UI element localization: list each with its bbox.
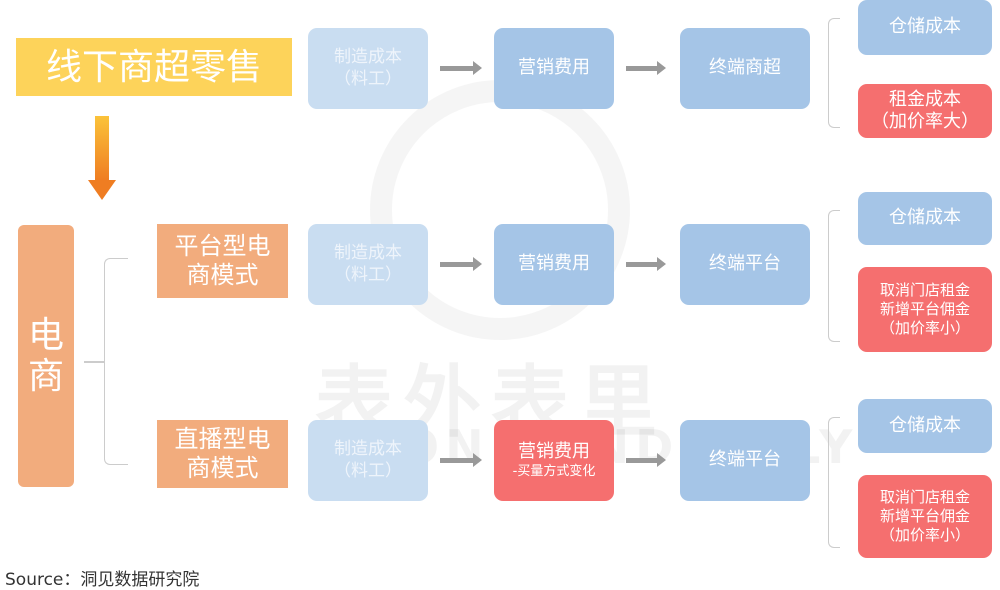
storage-cost-box: 仓储成本 [858, 192, 992, 245]
down-arrow-icon [95, 116, 109, 180]
stage-line1: 营销费用 [518, 253, 590, 275]
ecommerce-bracket [104, 258, 128, 465]
cost-line: 仓储成本 [889, 207, 961, 229]
flow-arrow-icon [626, 257, 666, 271]
flow-arrow-icon [626, 453, 666, 467]
storage-cost-box: 仓储成本 [858, 399, 992, 453]
stage-line2: -买量方式变化 [512, 463, 596, 479]
flow-arrow-icon [440, 453, 482, 467]
stage-line1: 制造成本 [334, 439, 402, 460]
cost-line: 仓储成本 [889, 414, 961, 436]
manufacturing-cost-box: 制造成本（料工） [308, 224, 428, 305]
rent-cost-box: 租金成本（加价率大） [858, 84, 992, 138]
livestream-mode-box: 直播型电商模式 [157, 420, 288, 488]
stage-line1: 终端平台 [709, 449, 781, 471]
terminal-box: 终端平台 [680, 420, 810, 501]
marketing-cost-box: 营销费用 [494, 28, 614, 109]
ecommerce-label: 电商 [28, 314, 65, 397]
cost-line: （加价率大） [871, 111, 979, 132]
marketing-cost-box: 营销费用-买量方式变化 [494, 420, 614, 501]
terminal-box: 终端平台 [680, 224, 810, 305]
stage-line2: （料工） [334, 264, 402, 285]
cost-line: （加价率小） [879, 318, 970, 337]
rent-cost-box: 取消门店租金新增平台佣金（加价率小） [858, 267, 992, 352]
storage-cost-box: 仓储成本 [858, 0, 992, 55]
cost-line: 取消门店租金 [879, 488, 970, 507]
terminal-box: 终端商超 [680, 28, 810, 109]
stage-line2: （料工） [334, 68, 402, 89]
cost-line: 新增平台佣金 [879, 507, 970, 526]
offline-retail-title: 线下商超零售 [16, 38, 292, 96]
ecommerce-bracket-tip [84, 361, 104, 363]
cost-line: 新增平台佣金 [879, 300, 970, 319]
platform-mode-box: 平台型电商模式 [157, 224, 288, 298]
rent-cost-box: 取消门店租金新增平台佣金（加价率小） [858, 475, 992, 558]
ecommerce-box: 电商 [18, 225, 74, 487]
marketing-cost-box: 营销费用 [494, 224, 614, 305]
stage-line1: 制造成本 [334, 47, 402, 68]
stage-line1: 终端平台 [709, 253, 781, 275]
cost-line: 租金成本 [889, 88, 961, 110]
cost-bracket [828, 18, 840, 128]
manufacturing-cost-box: 制造成本（料工） [308, 420, 428, 501]
flow-arrow-icon [626, 61, 666, 75]
stage-line2: （料工） [334, 460, 402, 481]
stage-line1: 制造成本 [334, 243, 402, 264]
stage-line1: 营销费用 [518, 441, 590, 463]
stage-line1: 营销费用 [518, 57, 590, 79]
source-note: Source：洞见数据研究院 [5, 570, 200, 590]
flow-arrow-icon [440, 61, 482, 75]
cost-line: 仓储成本 [889, 16, 961, 38]
cost-line: （加价率小） [879, 525, 970, 544]
flow-arrow-icon [440, 257, 482, 271]
manufacturing-cost-box: 制造成本（料工） [308, 28, 428, 109]
stage-line1: 终端商超 [709, 57, 781, 79]
down-arrow-head-icon [88, 180, 116, 200]
cost-bracket [828, 210, 840, 342]
cost-line: 取消门店租金 [879, 281, 970, 300]
cost-bracket [828, 417, 840, 548]
